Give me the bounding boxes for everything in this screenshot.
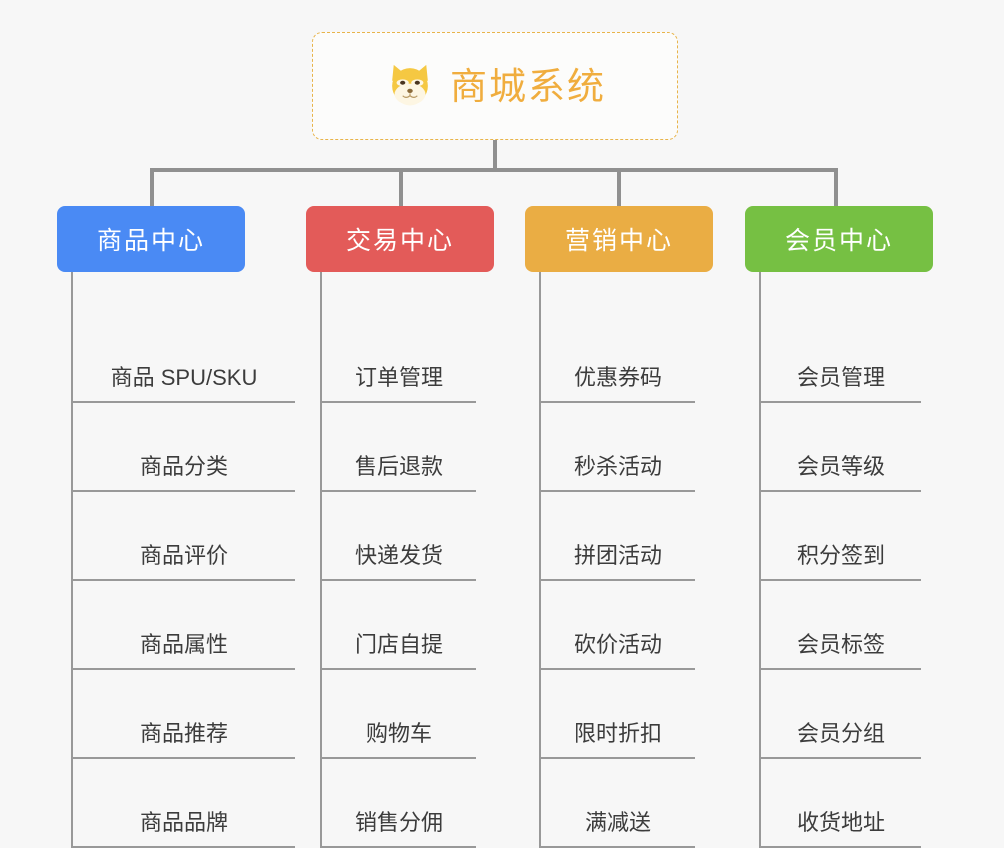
branch-column-product: 商品中心 商品 SPU/SKU 商品分类 商品评价 商品属性 商品推荐 商品品牌 [57,206,295,848]
leaf-label: 商品评价 [139,542,228,568]
list-item[interactable]: 订单管理 [322,272,476,403]
leaf-list-member: 会员管理 会员等级 积分签到 会员标签 会员分组 收货地址 [759,272,921,848]
list-item[interactable]: 门店自提 [322,581,476,670]
list-item[interactable]: 收货地址 [761,759,921,848]
leaf-label: 会员分组 [796,720,885,746]
leaf-label: 商品品牌 [139,809,228,835]
branch-drop-4 [834,168,838,206]
leaf-label: 会员等级 [796,453,885,479]
leaf-label: 优惠券码 [573,364,662,390]
leaf-label: 秒杀活动 [573,453,662,479]
root-title: 商城系统 [450,65,606,107]
list-item[interactable]: 商品分类 [73,403,295,492]
leaf-label: 拼团活动 [573,542,662,568]
branch-header-marketing[interactable]: 营销中心 [525,206,713,272]
list-item[interactable]: 购物车 [322,670,476,759]
list-item[interactable]: 秒杀活动 [541,403,695,492]
leaf-label: 满减送 [584,809,651,835]
list-item[interactable]: 积分签到 [761,492,921,581]
list-item[interactable]: 会员标签 [761,581,921,670]
leaf-label: 砍价活动 [573,631,662,657]
list-item[interactable]: 商品品牌 [73,759,295,848]
branch-header-label: 营销中心 [564,227,673,255]
leaf-label: 快递发货 [354,542,443,568]
leaf-list-trade: 订单管理 售后退款 快递发货 门店自提 购物车 销售分佣 [320,272,476,848]
branch-header-member[interactable]: 会员中心 [745,206,933,272]
list-item[interactable]: 砍价活动 [541,581,695,670]
list-item[interactable]: 销售分佣 [322,759,476,848]
shiba-dog-icon [384,60,436,112]
branch-drop-3 [617,168,621,206]
leaf-list-product: 商品 SPU/SKU 商品分类 商品评价 商品属性 商品推荐 商品品牌 [71,272,295,848]
list-item[interactable]: 商品推荐 [73,670,295,759]
leaf-label: 商品分类 [139,453,228,479]
leaf-label: 订单管理 [354,364,443,390]
leaf-label: 购物车 [365,720,432,746]
leaf-label: 会员标签 [796,631,885,657]
list-item[interactable]: 会员管理 [761,272,921,403]
branch-column-trade: 交易中心 订单管理 售后退款 快递发货 门店自提 购物车 销售分佣 [306,206,494,848]
branch-drop-1 [150,168,154,206]
list-item[interactable]: 商品 SPU/SKU [73,272,295,403]
leaf-label: 商品属性 [139,631,228,657]
list-item[interactable]: 商品属性 [73,581,295,670]
branch-column-member: 会员中心 会员管理 会员等级 积分签到 会员标签 会员分组 收货地址 [745,206,933,848]
leaf-label: 限时折扣 [573,720,662,746]
branch-drop-2 [399,168,403,206]
list-item[interactable]: 拼团活动 [541,492,695,581]
leaf-label: 积分签到 [796,542,885,568]
list-item[interactable]: 会员等级 [761,403,921,492]
list-item[interactable]: 商品评价 [73,492,295,581]
list-item[interactable]: 满减送 [541,759,695,848]
branch-horizontal-bar [150,168,838,172]
leaf-label: 商品推荐 [139,720,228,746]
branch-header-product[interactable]: 商品中心 [57,206,245,272]
leaf-label: 会员管理 [796,364,885,390]
list-item[interactable]: 快递发货 [322,492,476,581]
list-item[interactable]: 售后退款 [322,403,476,492]
list-item[interactable]: 限时折扣 [541,670,695,759]
list-item[interactable]: 优惠券码 [541,272,695,403]
trunk-connector [493,140,497,170]
list-item[interactable]: 会员分组 [761,670,921,759]
leaf-label: 收货地址 [796,809,885,835]
branch-header-label: 商品中心 [96,227,205,255]
leaf-label: 门店自提 [354,631,443,657]
leaf-list-marketing: 优惠券码 秒杀活动 拼团活动 砍价活动 限时折扣 满减送 [539,272,695,848]
leaf-label: 销售分佣 [354,809,443,835]
branch-header-label: 会员中心 [784,227,893,255]
branch-header-label: 交易中心 [345,227,454,255]
branch-column-marketing: 营销中心 优惠券码 秒杀活动 拼团活动 砍价活动 限时折扣 满减送 [525,206,713,848]
root-node[interactable]: 商城系统 [312,32,678,140]
branch-header-trade[interactable]: 交易中心 [306,206,494,272]
leaf-label: 售后退款 [354,453,443,479]
leaf-label: 商品 SPU/SKU [110,364,258,390]
